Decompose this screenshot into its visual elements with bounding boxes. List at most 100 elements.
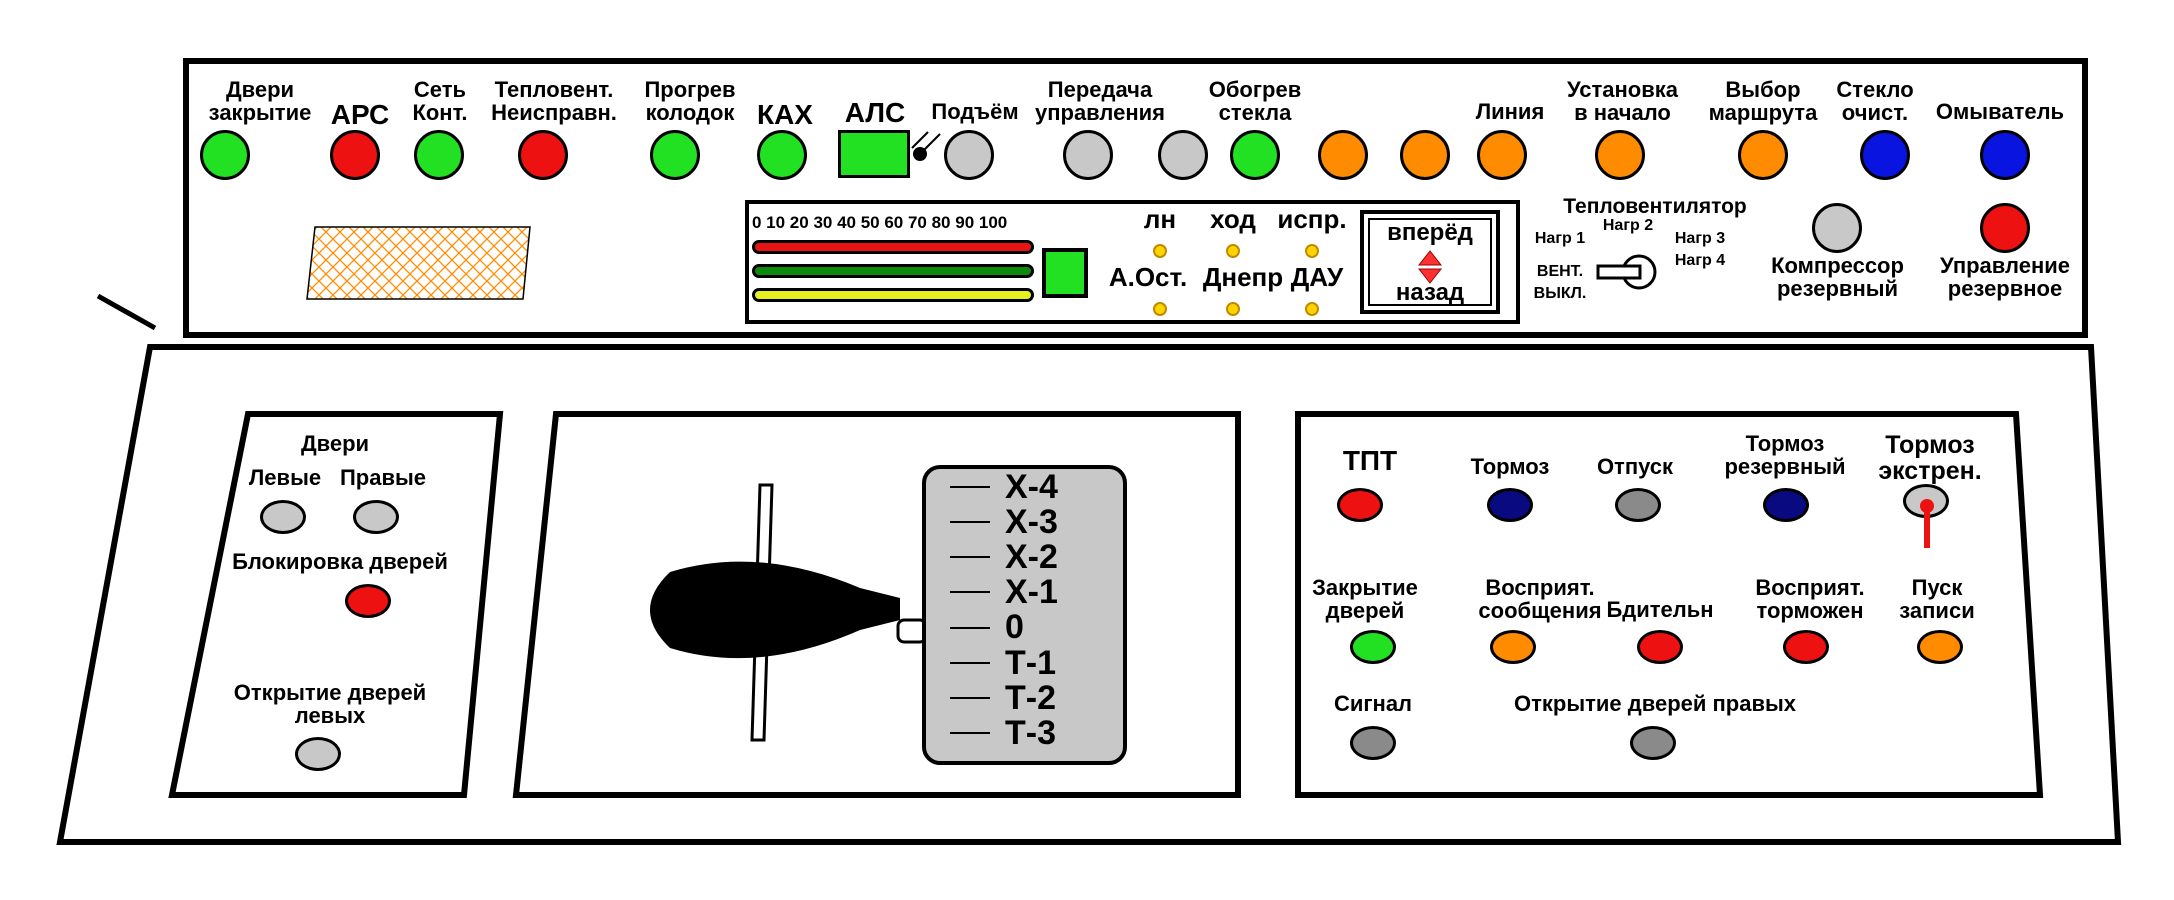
lamp-kah [757, 130, 807, 180]
label-vigilance: Бдительн [1606, 597, 1714, 622]
label-washer: Омыватель [1935, 99, 2065, 124]
label-line: Линия [1475, 99, 1545, 124]
heater-nagr3: Нагр 3 [1674, 230, 1726, 247]
lamp-net-cont [414, 130, 464, 180]
speed-bar-green [752, 264, 1034, 278]
indicator-hod-dot-top [1226, 244, 1240, 258]
panel-edge-stub [96, 293, 157, 331]
indicator-ispr-dot-top [1305, 244, 1319, 258]
heater-vent: ВЕНТ. [1536, 263, 1584, 280]
lamp-brake-heat [650, 130, 700, 180]
lamp-ars [330, 130, 380, 180]
label-open-right-doors: Открытие дверей правых [1513, 691, 1797, 716]
speed-green-square [1042, 248, 1088, 298]
als-indicator-square [838, 130, 910, 178]
button-vigilance[interactable] [1637, 630, 1683, 664]
direction-forward-label: вперёд [1387, 219, 1473, 246]
position-notch [950, 556, 990, 558]
label-wiper: Стекло очист. [1836, 77, 1914, 126]
label-ack-message: Восприят. сообщения [1478, 575, 1602, 624]
label-doors-close: Двери закрытие [208, 77, 312, 126]
lamp-lift[interactable] [944, 130, 994, 180]
position-notch [950, 697, 990, 699]
speed-scale: 0 10 20 30 40 50 60 70 80 90 100 [752, 213, 1008, 232]
button-brake[interactable] [1487, 488, 1533, 522]
doors-open-left-label: Открытие дверей левых [233, 680, 427, 729]
doors-title: Двери [300, 431, 370, 456]
indicator-a-ost-label: А.Ост. [1108, 262, 1188, 292]
position-notch [950, 627, 990, 629]
lamp-reset-start[interactable] [1595, 130, 1645, 180]
label-kah: КАХ [757, 99, 813, 130]
position-notch [950, 732, 990, 734]
indicator-dnepr-dot-bottom [1226, 302, 1240, 316]
label-brake: Тормоз [1470, 454, 1550, 479]
label-brake-emergency: Тормоз экстрен. [1878, 431, 1982, 486]
indicator-hod-label: ход [1210, 204, 1256, 234]
lamp-transfer-2[interactable] [1158, 130, 1208, 180]
button-brake-reserve[interactable] [1763, 488, 1809, 522]
speed-bar-yellow [752, 288, 1034, 302]
lamp-glass-heat [1230, 130, 1280, 180]
speaker-grille [306, 226, 531, 300]
label-compressor-reserve: Компрессор резервный [1771, 253, 1904, 302]
doors-right-label: Правые [339, 465, 427, 490]
button-record-start[interactable] [1917, 630, 1963, 664]
controller-position-plate [922, 465, 1127, 765]
position-label: Т-2 [1005, 679, 1056, 717]
lamp-orange-1[interactable] [1318, 130, 1368, 180]
lamp-tpt [1337, 488, 1383, 522]
lamp-transfer-1[interactable] [1063, 130, 1113, 180]
label-ars: АРС [330, 99, 390, 130]
button-ack-braking[interactable] [1783, 630, 1829, 664]
indicator-ln-label: лн [1143, 204, 1177, 234]
heater-nagr1: Нагр 1 [1534, 230, 1586, 247]
label-brake-reserve: Тормоз резервный [1724, 431, 1846, 480]
lamp-orange-2[interactable] [1400, 130, 1450, 180]
doors-left-button[interactable] [260, 500, 306, 534]
label-route-select: Выбор маршрута [1708, 77, 1818, 126]
position-notch [950, 521, 990, 523]
lamp-washer[interactable] [1980, 130, 2030, 180]
label-close-doors: Закрытие дверей [1312, 575, 1418, 624]
indicator-ln-dot-top [1153, 244, 1167, 258]
heater-rotary-knob[interactable] [1595, 250, 1665, 294]
lamp-heater-fault [518, 130, 568, 180]
lamp-control-reserve[interactable] [1980, 203, 2030, 253]
doors-right-button[interactable] [353, 500, 399, 534]
position-label: Т-1 [1005, 644, 1056, 682]
label-brake-heat: Прогрев колодок [644, 77, 736, 126]
heater-nagr2: Нагр 2 [1602, 217, 1654, 234]
position-notch [950, 591, 990, 593]
button-ack-message[interactable] [1490, 630, 1536, 664]
label-als: АЛС [844, 97, 906, 128]
lamp-doors-close [200, 130, 250, 180]
emergency-lever-icon[interactable] [1915, 494, 1939, 552]
position-label: Х-2 [1005, 538, 1058, 576]
button-signal[interactable] [1350, 726, 1396, 760]
doors-lock-lamp[interactable] [345, 584, 391, 618]
doors-left-label: Левые [248, 465, 322, 490]
heater-nagr4: Нагр 4 [1674, 252, 1726, 269]
lamp-wiper[interactable] [1860, 130, 1910, 180]
direction-switch[interactable] [1360, 210, 1500, 314]
position-label: Т-3 [1005, 714, 1056, 752]
label-record-start: Пуск записи [1899, 575, 1975, 624]
speed-bar-red [752, 240, 1034, 254]
controller-handle[interactable] [630, 480, 950, 750]
heater-off: ВЫКЛ. [1533, 285, 1587, 302]
indicator-dnepr-label: Днепр [1202, 262, 1284, 292]
button-open-right-doors[interactable] [1630, 726, 1676, 760]
position-notch [950, 486, 990, 488]
button-release[interactable] [1615, 488, 1661, 522]
position-notch [950, 662, 990, 664]
label-net-cont: Сеть Конт. [412, 77, 468, 126]
label-tpt: ТПТ [1342, 445, 1398, 476]
lamp-close-doors [1350, 630, 1396, 664]
direction-arrows-icon [1417, 250, 1443, 284]
label-control-reserve: Управление резервное [1939, 253, 2070, 302]
lamp-route-select[interactable] [1738, 130, 1788, 180]
doors-open-left-button[interactable] [295, 737, 341, 771]
lamp-line[interactable] [1477, 130, 1527, 180]
lamp-compressor-reserve[interactable] [1812, 203, 1862, 253]
